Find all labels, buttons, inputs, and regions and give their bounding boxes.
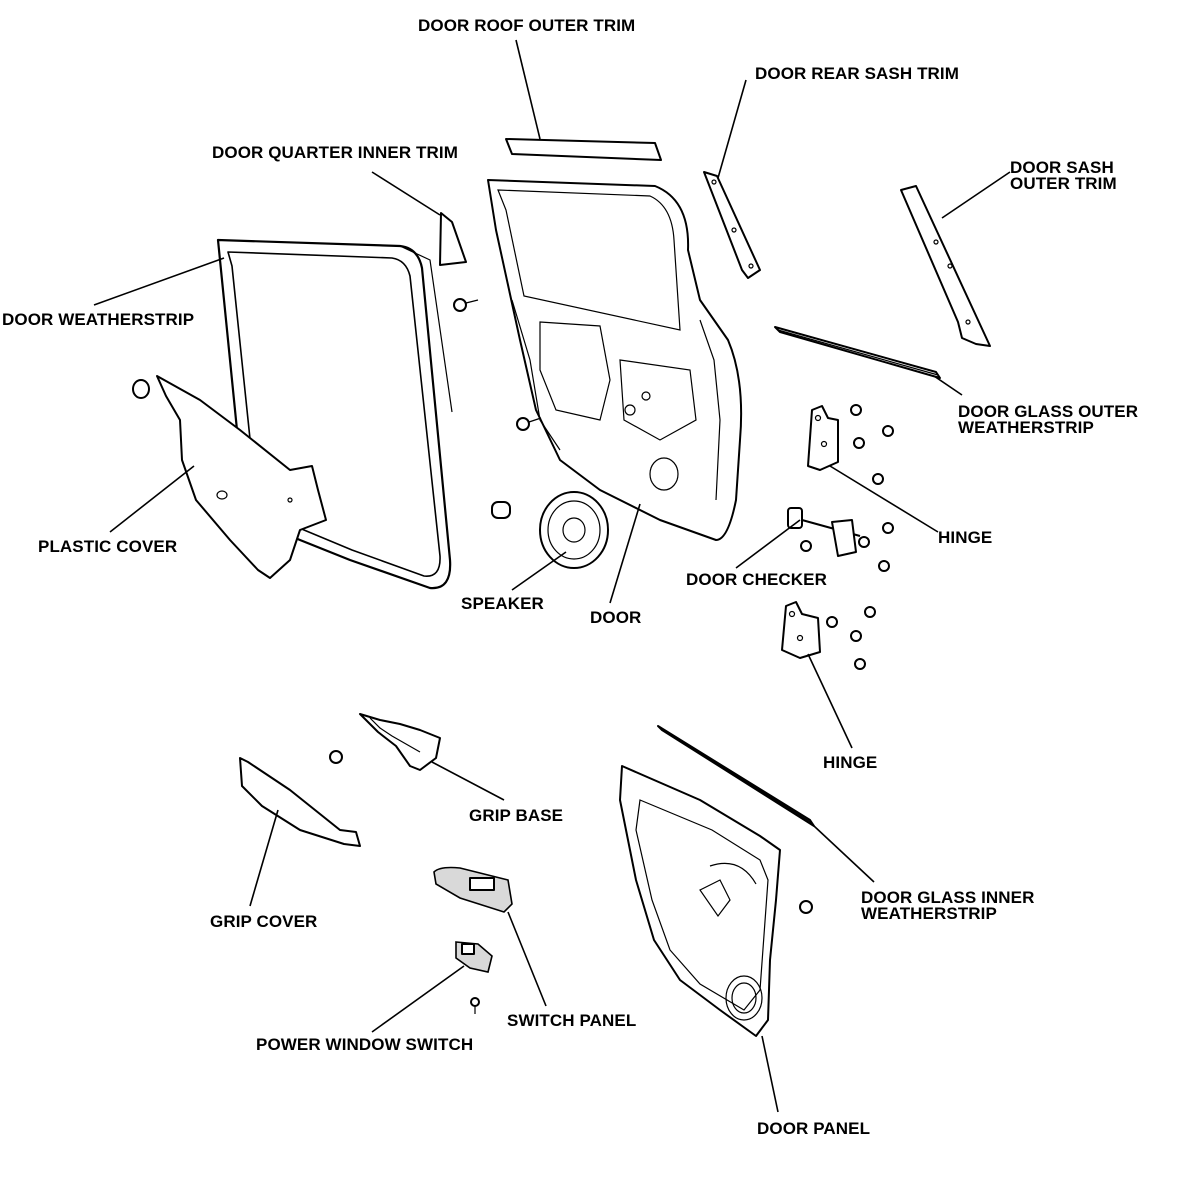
leader-door-rear-sash-trim (717, 79, 747, 179)
door-checker-part (787, 507, 894, 572)
leader-plastic-cover (109, 465, 195, 533)
door-part (487, 179, 743, 541)
leader-door-quarter-inner-trim (371, 171, 441, 216)
label-door-sash-outer-trim-line2: OUTER TRIM (1010, 174, 1117, 193)
leader-door-roof-outer-trim (515, 39, 541, 140)
power-window-switch-part (455, 941, 493, 1014)
leader-hinge-lower (807, 653, 853, 749)
door-quarter-inner-trim-part (439, 212, 467, 266)
label-grip-base: GRIP BASE (469, 806, 564, 825)
leader-speaker (511, 551, 567, 591)
door-bolt-lower (516, 417, 542, 431)
label-door-quarter-inner-trim: DOOR QUARTER INNER TRIM (212, 143, 458, 162)
label-door-glass-outer-weatherstrip-line1: DOOR GLASS OUTER (958, 402, 1139, 421)
label-switch-panel: SWITCH PANEL (507, 1011, 637, 1030)
label-door: DOOR (590, 608, 642, 627)
leader-power-window-switch (371, 965, 465, 1033)
leader-grip-cover (249, 809, 279, 907)
label-plastic-cover: PLASTIC COVER (38, 537, 178, 556)
door-grommet (491, 501, 511, 519)
leader-grip-base (431, 761, 505, 801)
label-door-panel: DOOR PANEL (757, 1119, 871, 1138)
grip-cover-part (239, 757, 361, 847)
label-door-sash-outer-trim-line1: DOOR SASH (1010, 158, 1114, 177)
label-power-window-switch: POWER WINDOW SWITCH (256, 1035, 474, 1054)
label-door-glass-inner-weatherstrip-line2: WEATHERSTRIP (861, 904, 997, 923)
leader-door (609, 503, 641, 604)
hinge-lower-part (781, 601, 876, 670)
label-hinge-lower: HINGE (823, 753, 878, 772)
door-sash-outer-trim-part (900, 185, 991, 347)
door-glass-outer-weatherstrip-part (774, 326, 941, 379)
label-grip-cover: GRIP COVER (210, 912, 318, 931)
leader-door-weatherstrip (93, 257, 225, 306)
door-bolt-upper (453, 298, 479, 312)
label-door-glass-outer-weatherstrip-line2: WEATHERSTRIP (958, 418, 1094, 437)
hinge-upper-bolts (850, 404, 894, 485)
leader-door-glass-inner-weatherstrip (813, 825, 875, 883)
label-door-glass-inner-weatherstrip-line1: DOOR GLASS INNER (861, 888, 1035, 907)
leader-lines (93, 39, 1011, 1113)
leader-door-checker (735, 519, 801, 569)
plastic-cover-part (132, 375, 327, 579)
speaker-part (539, 491, 609, 569)
door-panel-part (619, 765, 813, 1037)
label-hinge-upper: HINGE (938, 528, 993, 547)
grip-base-part (329, 713, 441, 771)
door-rear-sash-trim-part (703, 171, 761, 279)
hinge-lower-bolts (826, 606, 876, 670)
leader-hinge-upper (829, 465, 939, 533)
leader-door-panel (761, 1035, 779, 1113)
door-roof-outer-trim-part (505, 138, 662, 161)
label-door-checker: DOOR CHECKER (686, 570, 827, 589)
switch-panel-part (433, 866, 513, 913)
leader-switch-panel (507, 911, 547, 1007)
label-door-rear-sash-trim: DOOR REAR SASH TRIM (755, 64, 960, 83)
leader-door-sash-outer-trim (941, 171, 1011, 219)
leader-door-glass-outer-weatherstrip (933, 375, 963, 396)
label-speaker: SPEAKER (461, 594, 544, 613)
label-door-roof-outer-trim: DOOR ROOF OUTER TRIM (418, 16, 636, 35)
label-door-weatherstrip: DOOR WEATHERSTRIP (2, 310, 195, 329)
hinge-upper-part (807, 404, 894, 485)
